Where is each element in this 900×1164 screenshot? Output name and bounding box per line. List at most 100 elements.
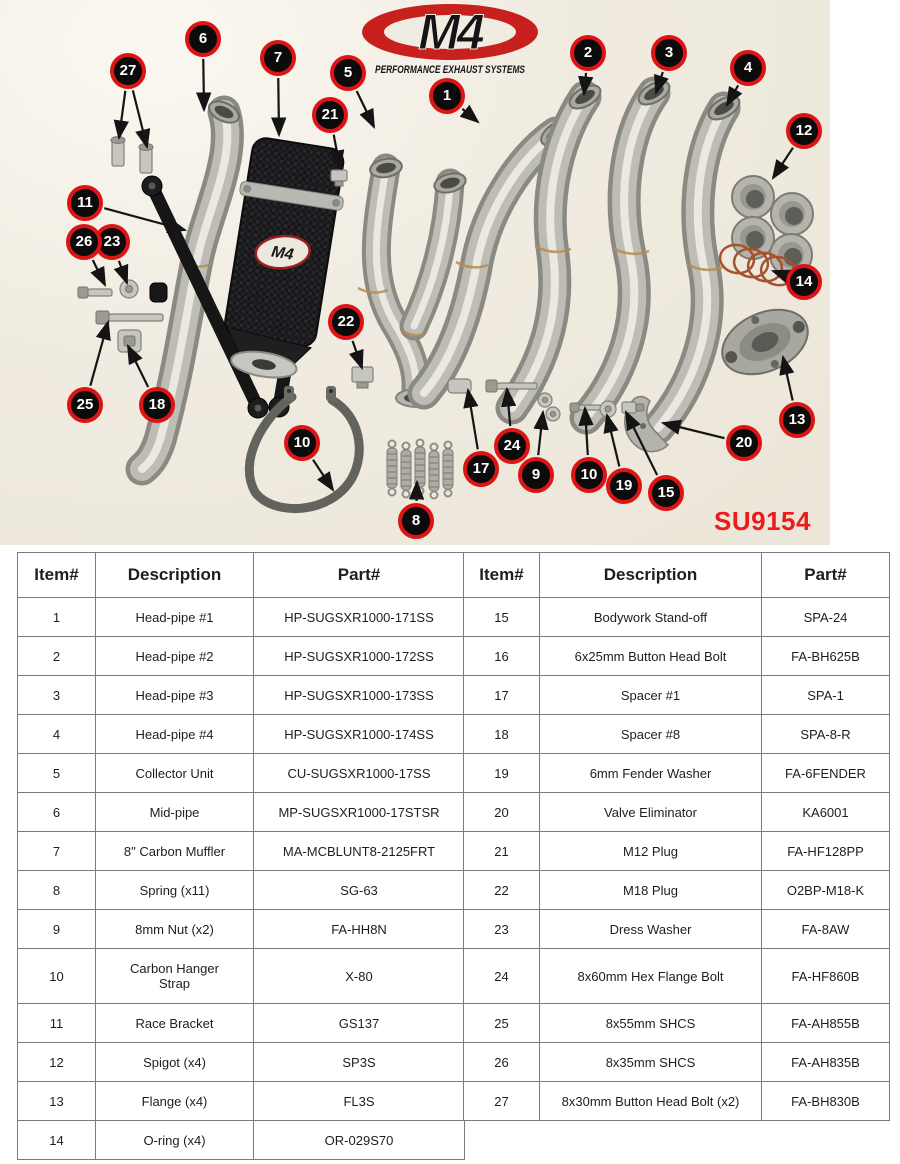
- part-number: SPA-24: [761, 597, 890, 637]
- part-number: FA-HF128PP: [761, 831, 890, 871]
- callout-arrow-25: [89, 319, 111, 387]
- description: Spring (x11): [95, 870, 254, 910]
- description: 8x35mm SHCS: [539, 1042, 762, 1082]
- callout-1: 1: [429, 78, 465, 114]
- callout-arrow-10: [312, 459, 335, 492]
- fender-washer-19-part: [599, 400, 617, 418]
- description: Spigot (x4): [95, 1042, 254, 1082]
- part-number: FA-8AW: [761, 909, 890, 949]
- part-number: FA-BH625B: [761, 636, 890, 676]
- description: Carbon Hanger Strap: [95, 948, 254, 1004]
- item-number: 6: [17, 792, 96, 832]
- callout-arrow-9: [533, 409, 549, 456]
- race-bracket-part: [141, 152, 331, 419]
- callout-21: 21: [312, 97, 348, 133]
- description: Dress Washer: [539, 909, 762, 949]
- part-number: FA-HH8N: [253, 909, 465, 949]
- item-number: 13: [17, 1081, 96, 1121]
- item-number: 22: [463, 870, 540, 910]
- item-number: 8: [17, 870, 96, 910]
- column-header: Item#: [463, 552, 540, 598]
- description: 8x30mm Button Head Bolt (x2): [539, 1081, 762, 1121]
- callout-arrow-21: [329, 134, 345, 171]
- item-number: 9: [17, 909, 96, 949]
- logo-tagline-text: PERFORMANCE EXHAUST SYSTEMS: [375, 64, 525, 76]
- callout-11: 11: [67, 185, 103, 221]
- item-number: 21: [463, 831, 540, 871]
- callout-7: 7: [260, 40, 296, 76]
- item-number: 18: [463, 714, 540, 754]
- item-number: 1: [17, 597, 96, 637]
- callout-arrow-26: [90, 259, 106, 287]
- m12-plug-21-part: [330, 169, 348, 187]
- part-number: X-80: [253, 948, 465, 1004]
- description: Mid-pipe: [95, 792, 254, 832]
- callout-15: 15: [648, 475, 684, 511]
- callout-arrow-27: [113, 90, 129, 141]
- callout-17: 17: [463, 451, 499, 487]
- part-number: MA-MCBLUNT8-2125FRT: [253, 831, 465, 871]
- callout-2: 2: [570, 35, 606, 71]
- item-number: 4: [17, 714, 96, 754]
- item-number: 14: [17, 1120, 96, 1160]
- callout-20: 20: [726, 425, 762, 461]
- callout-arrow-24: [500, 386, 517, 427]
- collector-unit-part: [357, 156, 467, 408]
- callout-arrow-12: [771, 147, 794, 180]
- callout-18: 18: [139, 387, 175, 423]
- item-number: 7: [17, 831, 96, 871]
- description: 6x25mm Button Head Bolt: [539, 636, 762, 676]
- callout-arrow-22: [348, 340, 364, 371]
- callout-arrow-3: [654, 71, 669, 96]
- button-head-bolts-27-part: [110, 136, 154, 174]
- carbon-muffler-part: M4: [224, 137, 345, 379]
- part-number: HP-SUGSXR1000-172SS: [253, 636, 465, 676]
- part-number: SG-63: [253, 870, 465, 910]
- item-number: 2: [17, 636, 96, 676]
- part-number: FA-AH855B: [761, 1003, 890, 1043]
- description: Bodywork Stand-off: [539, 597, 762, 637]
- part-number: FL3S: [253, 1081, 465, 1121]
- head-pipe-4-part: [658, 92, 743, 428]
- product-code: SU9154: [714, 506, 811, 536]
- callout-12: 12: [786, 113, 822, 149]
- item-number: 19: [463, 753, 540, 793]
- callout-19: 19: [606, 468, 642, 504]
- brand-logo: M4 PERFORMANCE EXHAUST SYSTEMS: [358, 2, 542, 80]
- item-number: 11: [17, 1003, 96, 1043]
- callout-arrow-20: [660, 419, 725, 440]
- bolt-10-part: [569, 402, 602, 413]
- part-number: GS137: [253, 1003, 465, 1043]
- callout-8: 8: [398, 503, 434, 539]
- valve-eliminator-part: [623, 395, 670, 453]
- head-pipe-1-part: [424, 116, 575, 393]
- springs-part: [386, 438, 454, 500]
- spigots-part: [731, 175, 814, 277]
- description: 8x55mm SHCS: [539, 1003, 762, 1043]
- callout-10: 10: [284, 425, 320, 461]
- head-pipe-2-part: [512, 81, 604, 408]
- part-number: FA-6FENDER: [761, 753, 890, 793]
- item-number: 10: [17, 948, 96, 1004]
- part-number: FA-HF860B: [761, 948, 890, 1004]
- column-header: Description: [95, 552, 254, 598]
- part-number: FA-AH835B: [761, 1042, 890, 1082]
- nuts-9-part: [537, 392, 561, 422]
- item-number: 16: [463, 636, 540, 676]
- callout-arrow-17: [463, 387, 479, 450]
- column-header: Part#: [253, 552, 465, 598]
